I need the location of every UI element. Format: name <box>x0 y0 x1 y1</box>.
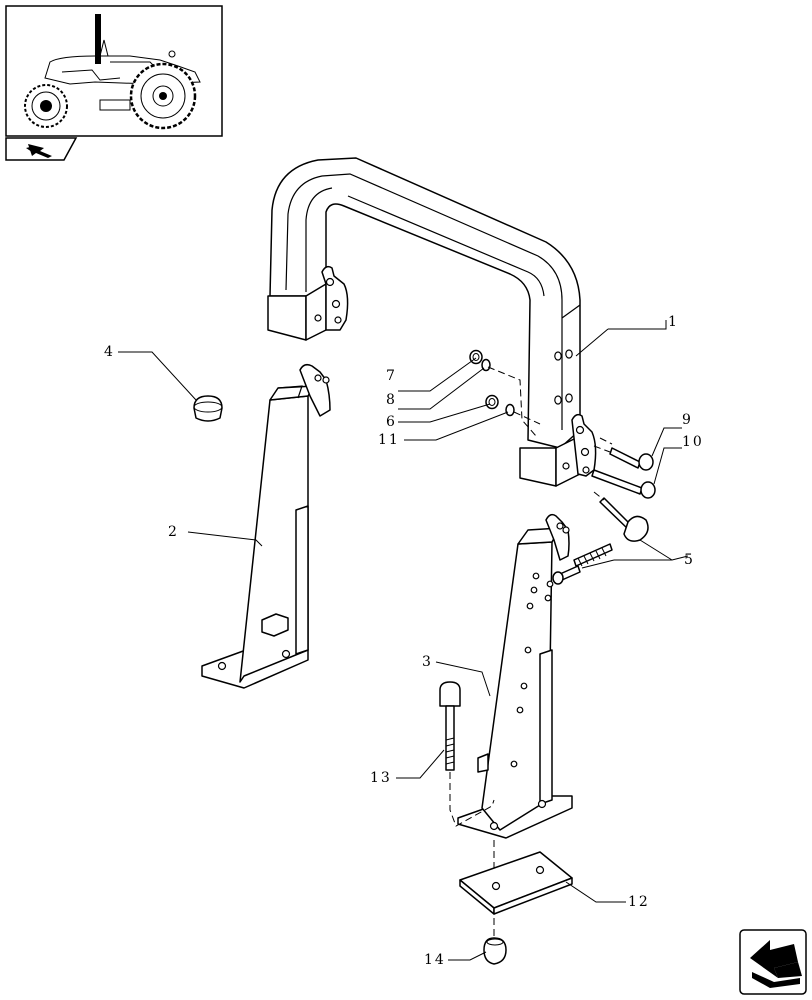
plate-part-12 <box>459 851 573 915</box>
callout-1: 1 <box>668 314 679 330</box>
callout-6: 6 <box>386 414 397 430</box>
bolt-part-10 <box>591 469 656 499</box>
bolt-part-13 <box>439 681 461 771</box>
assembly-line-bolts <box>593 437 613 453</box>
rops-frame-part-1 <box>267 157 597 487</box>
callout-3: 3 <box>422 654 433 670</box>
callout-7: 7 <box>386 368 397 384</box>
leader-lines <box>118 320 689 961</box>
lock-pin-part-5 <box>552 491 649 585</box>
callout-14: 14 <box>424 952 446 968</box>
callout-12: 12 <box>628 894 650 910</box>
callout-2: 2 <box>168 524 179 540</box>
support-post-part-3 <box>457 513 573 839</box>
assembly-line-bolt-13 <box>449 772 495 876</box>
washer-part-8 <box>481 358 491 372</box>
callout-8: 8 <box>386 392 397 408</box>
washer-part-11 <box>505 403 515 417</box>
nut-part-14 <box>483 937 507 965</box>
thumbnail-front-wheel <box>24 84 68 128</box>
callout-5: 5 <box>684 552 695 568</box>
callout-9: 9 <box>682 412 693 428</box>
cap-part-4 <box>193 395 223 422</box>
assembly-line-upper <box>487 366 537 437</box>
nut-part-6 <box>485 394 499 410</box>
bolt-part-9 <box>609 447 654 471</box>
callout-11: 11 <box>378 432 400 448</box>
callout-4: 4 <box>104 344 115 360</box>
assembly-line-lower <box>513 411 541 425</box>
callout-13: 13 <box>370 770 392 786</box>
thumbnail-rear-wheel <box>129 62 197 130</box>
section-arrow-icon[interactable] <box>5 137 78 161</box>
callout-10: 10 <box>682 434 704 450</box>
tractor-thumbnail-icon[interactable] <box>5 5 223 137</box>
callout-labels: 1 2 3 4 5 6 7 8 9 10 11 12 13 14 <box>104 314 704 968</box>
next-page-arrow-icon[interactable] <box>739 929 807 995</box>
support-post-part-2 <box>201 363 331 689</box>
